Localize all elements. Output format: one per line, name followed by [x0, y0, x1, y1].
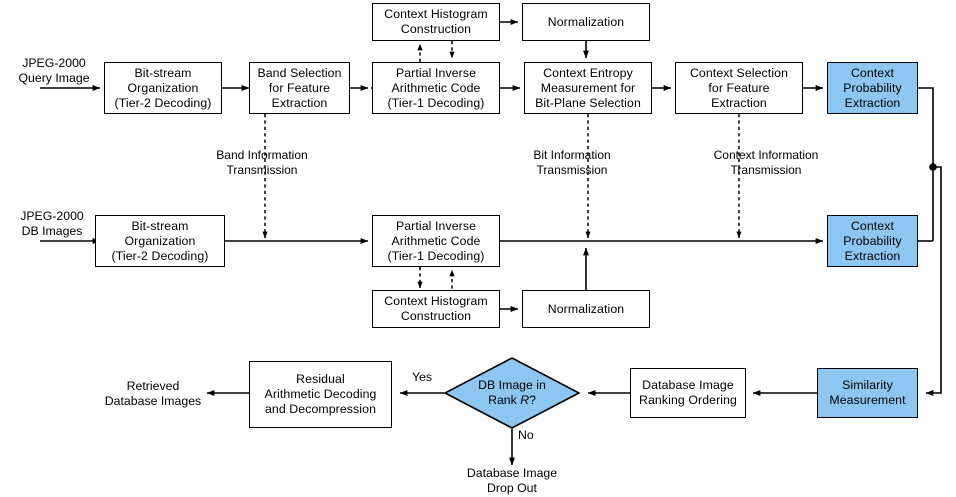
label-db-input: JPEG-2000 DB Images — [20, 209, 84, 238]
node-context-selection-feature-extraction[interactable]: Context Selection for Feature Extraction — [675, 62, 803, 114]
label-bit-information-transmission: Bit Information Transmission — [533, 148, 611, 177]
node-context-probability-extraction-query[interactable]: Context Probability Extraction — [827, 62, 918, 114]
label-no: No — [518, 428, 534, 442]
label-yes: Yes — [411, 370, 433, 384]
node-residual-arithmetic-decoding[interactable]: Residual Arithmetic Decoding and Decompr… — [249, 361, 392, 428]
node-query-partial-inverse-arithmetic-code[interactable]: Partial Inverse Arithmetic Code (Tier-1 … — [372, 62, 500, 114]
node-normalization-top[interactable]: Normalization — [522, 3, 650, 41]
node-query-bitstream-organization[interactable]: Bit-stream Organization (Tier-2 Decoding… — [104, 62, 222, 114]
node-context-probability-extraction-db[interactable]: Context Probability Extraction — [827, 215, 918, 267]
label-retrieved-database-images: Retrieved Database Images — [104, 379, 202, 408]
node-context-entropy-measurement[interactable]: Context Entropy Measurement for Bit-Plan… — [524, 62, 652, 114]
junction-dot — [929, 163, 937, 171]
label-band-information-transmission: Band Information Transmission — [216, 148, 308, 177]
node-database-image-ranking-ordering[interactable]: Database Image Ranking Ordering — [630, 368, 746, 418]
node-context-histogram-construction-top[interactable]: Context Histogram Construction — [372, 3, 500, 41]
node-db-bitstream-organization[interactable]: Bit-stream Organization (Tier-2 Decoding… — [95, 215, 225, 267]
node-db-partial-inverse-arithmetic-code[interactable]: Partial Inverse Arithmetic Code (Tier-1 … — [372, 215, 500, 267]
diamond-shape — [444, 357, 580, 429]
node-normalization-bottom[interactable]: Normalization — [522, 290, 650, 328]
wire-probtop-down — [918, 87, 934, 241]
wire-join-to-similarity — [925, 166, 942, 396]
label-database-image-drop-out: Database Image Drop Out — [466, 466, 558, 495]
label-context-information-transmission: Context Information Transmission — [713, 148, 819, 177]
label-query-input: JPEG-2000 Query Image — [18, 56, 90, 85]
node-similarity-measurement[interactable]: Similarity Measurement — [817, 368, 918, 418]
node-band-selection[interactable]: Band Selection for Feature Extraction — [249, 62, 350, 114]
node-context-histogram-construction-bottom[interactable]: Context Histogram Construction — [372, 290, 500, 328]
